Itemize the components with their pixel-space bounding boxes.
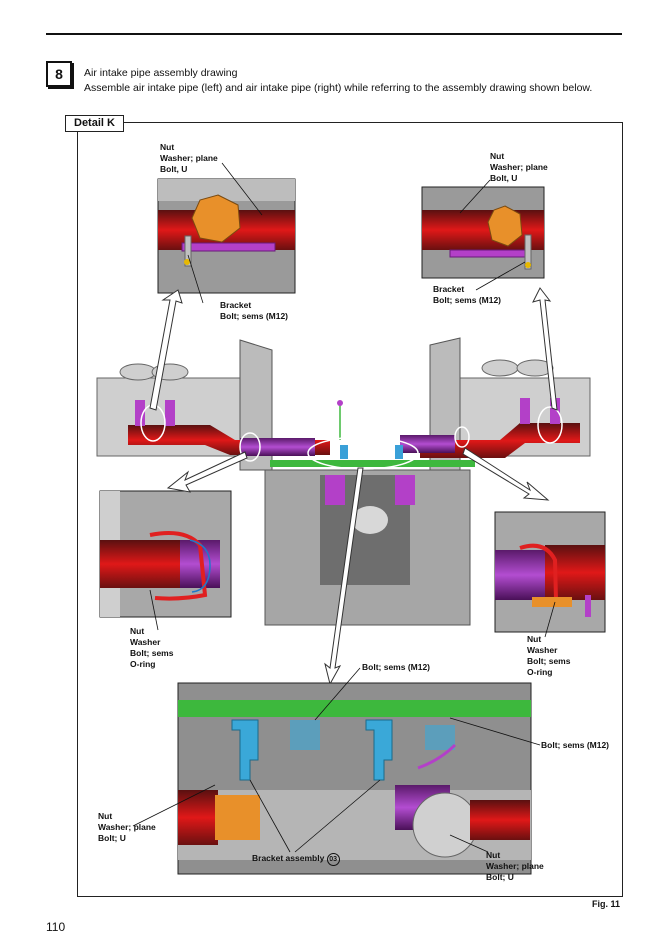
header-rule — [46, 33, 622, 35]
callout-top-right-nut-washer-bolt: Nut Washer; plane Bolt, U — [490, 151, 548, 183]
step-number-box: 8 — [46, 61, 72, 87]
part-number-circle: 03 — [326, 853, 340, 866]
step-title: Air intake pipe assembly drawing — [84, 67, 238, 79]
callout-bottom-bolt-right: Bolt; sems (M12) — [541, 740, 610, 750]
callout-mid-left-nut-washer-bolt-oring: Nut Washer Bolt; sems O-ring — [130, 626, 174, 669]
pointer-arrows — [149, 287, 558, 686]
callout-bottom-left-nut-washer-bolt: Nut Washer; plane Bolt; U — [98, 811, 156, 843]
callout-mid-right-nut-washer-bolt-oring: Nut Washer Bolt; sems O-ring — [527, 634, 571, 677]
callout-bracket-assembly: Bracket assembly 03 — [252, 853, 340, 866]
inset-mid-left — [99, 490, 232, 618]
step-description: Assemble air intake pipe (left) and air … — [84, 82, 593, 94]
page-number: 110 — [46, 920, 66, 934]
detail-frame — [77, 122, 623, 897]
figure-label: Fig. 11 — [592, 899, 621, 909]
callout-top-right-bracket-bolt: Bracket Bolt; sems (M12) — [433, 284, 502, 305]
callout-bottom-right-nut-washer-bolt: Nut Washer; plane Bolt; U — [486, 850, 544, 882]
callout-top-left-nut-washer-bolt: Nut Washer; plane Bolt, U — [160, 142, 218, 174]
leader-lines — [132, 162, 556, 853]
callout-bottom-bolt-top: Bolt; sems (M12) — [362, 662, 431, 672]
inset-top-right — [421, 186, 545, 279]
inset-top-left — [157, 178, 296, 294]
inset-mid-right — [494, 511, 606, 633]
inset-bottom — [177, 682, 532, 875]
detail-label: Detail K — [65, 115, 124, 132]
callout-top-left-bracket-bolt: Bracket Bolt; sems (M12) — [220, 300, 289, 321]
main-assembly — [96, 337, 591, 626]
